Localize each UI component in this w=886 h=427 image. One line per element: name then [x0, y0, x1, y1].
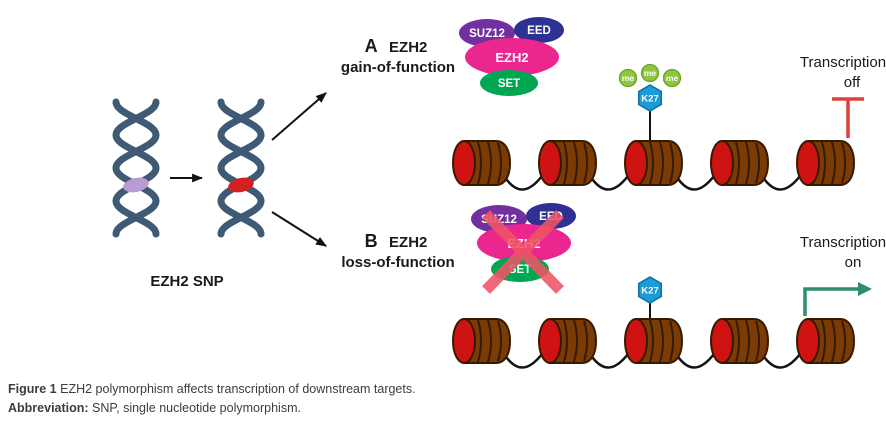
arrow-to-panel-a: [271, 92, 327, 141]
eed-subunit: [514, 17, 564, 43]
snp-site-normal: [123, 177, 149, 193]
set-label: SET: [498, 78, 520, 90]
me-circle: [618, 68, 638, 88]
h3k27-mark: K27: [637, 276, 663, 318]
set-domain: [480, 70, 538, 96]
me-label: me: [666, 73, 679, 83]
suz12-label: SUZ12: [469, 28, 505, 40]
panel-b-heading: B EZH2: [365, 231, 428, 251]
dna-strand: [112, 98, 160, 238]
me-group: me me me: [618, 63, 682, 88]
eed-label: EED: [527, 25, 551, 37]
dna-helix-normal: [112, 98, 160, 238]
caption-figure-text: EZH2 polymorphism affects transcription …: [60, 382, 416, 396]
caption-figure-label: Figure 1: [8, 382, 57, 396]
dna-snp-label: EZH2 SNP: [150, 273, 223, 290]
arrow-elbow: [803, 287, 858, 316]
h3k27me3-mark: K27 me me me: [618, 63, 682, 140]
caption-abbr-text: SNP, single nucleotide polymorphism.: [92, 401, 301, 415]
caption-line-2: Abbreviation: SNP, single nucleotide pol…: [8, 400, 416, 417]
snp-site-variant: [228, 177, 254, 193]
dna-strand: [217, 98, 265, 238]
dna-strand: [112, 98, 160, 238]
transcription-off-line2: off: [844, 74, 861, 91]
ezh2-label: EZH2: [495, 50, 528, 65]
chromatin-row-a: [453, 141, 854, 190]
cross-stroke: [482, 210, 564, 294]
panel-a-heading: A EZH2: [365, 36, 428, 56]
transcription-start-arrow: [803, 282, 872, 316]
dna-strand: [217, 98, 265, 238]
transcription-blocked-symbol: [832, 97, 864, 138]
caption-abbr-label: Abbreviation:: [8, 401, 89, 415]
k27-hexagon: [637, 276, 663, 304]
panel-b-name: EZH2: [389, 234, 427, 251]
transcription-off-line1: Transcription: [800, 54, 886, 71]
dna-helix-variant: [217, 98, 265, 238]
ezh2-subunit: [465, 38, 559, 76]
k27-label: K27: [641, 286, 658, 297]
me-circle: [640, 63, 660, 83]
transcription-on-line2: on: [845, 254, 862, 271]
prc2-complex-a: SUZ12 EED EZH2 SET: [459, 17, 564, 96]
panel-b-subtitle: loss-of-function: [341, 254, 454, 271]
k27-label: K27: [641, 94, 658, 105]
figure-caption: Figure 1 EZH2 polymorphism affects trans…: [8, 381, 416, 419]
chromatin-row-b: [453, 319, 854, 368]
arrow-to-panel-b: [271, 211, 327, 247]
panel-a-name: EZH2: [389, 39, 427, 56]
panel-b-letter: B: [365, 231, 378, 251]
arrow-tip: [858, 282, 872, 296]
caption-line-1: Figure 1 EZH2 polymorphism affects trans…: [8, 381, 416, 398]
me-circle: [662, 68, 682, 88]
transcription-on-line1: Transcription: [800, 234, 886, 251]
k27-hexagon: [637, 84, 663, 112]
panel-a-subtitle: gain-of-function: [341, 59, 455, 76]
me-label: me: [622, 73, 635, 83]
panel-a-letter: A: [365, 36, 378, 56]
me-label: me: [644, 68, 657, 78]
prc2-complex-b: SUZ12 EED EZH2 SET: [471, 203, 576, 294]
loss-of-function-cross: [482, 210, 564, 294]
